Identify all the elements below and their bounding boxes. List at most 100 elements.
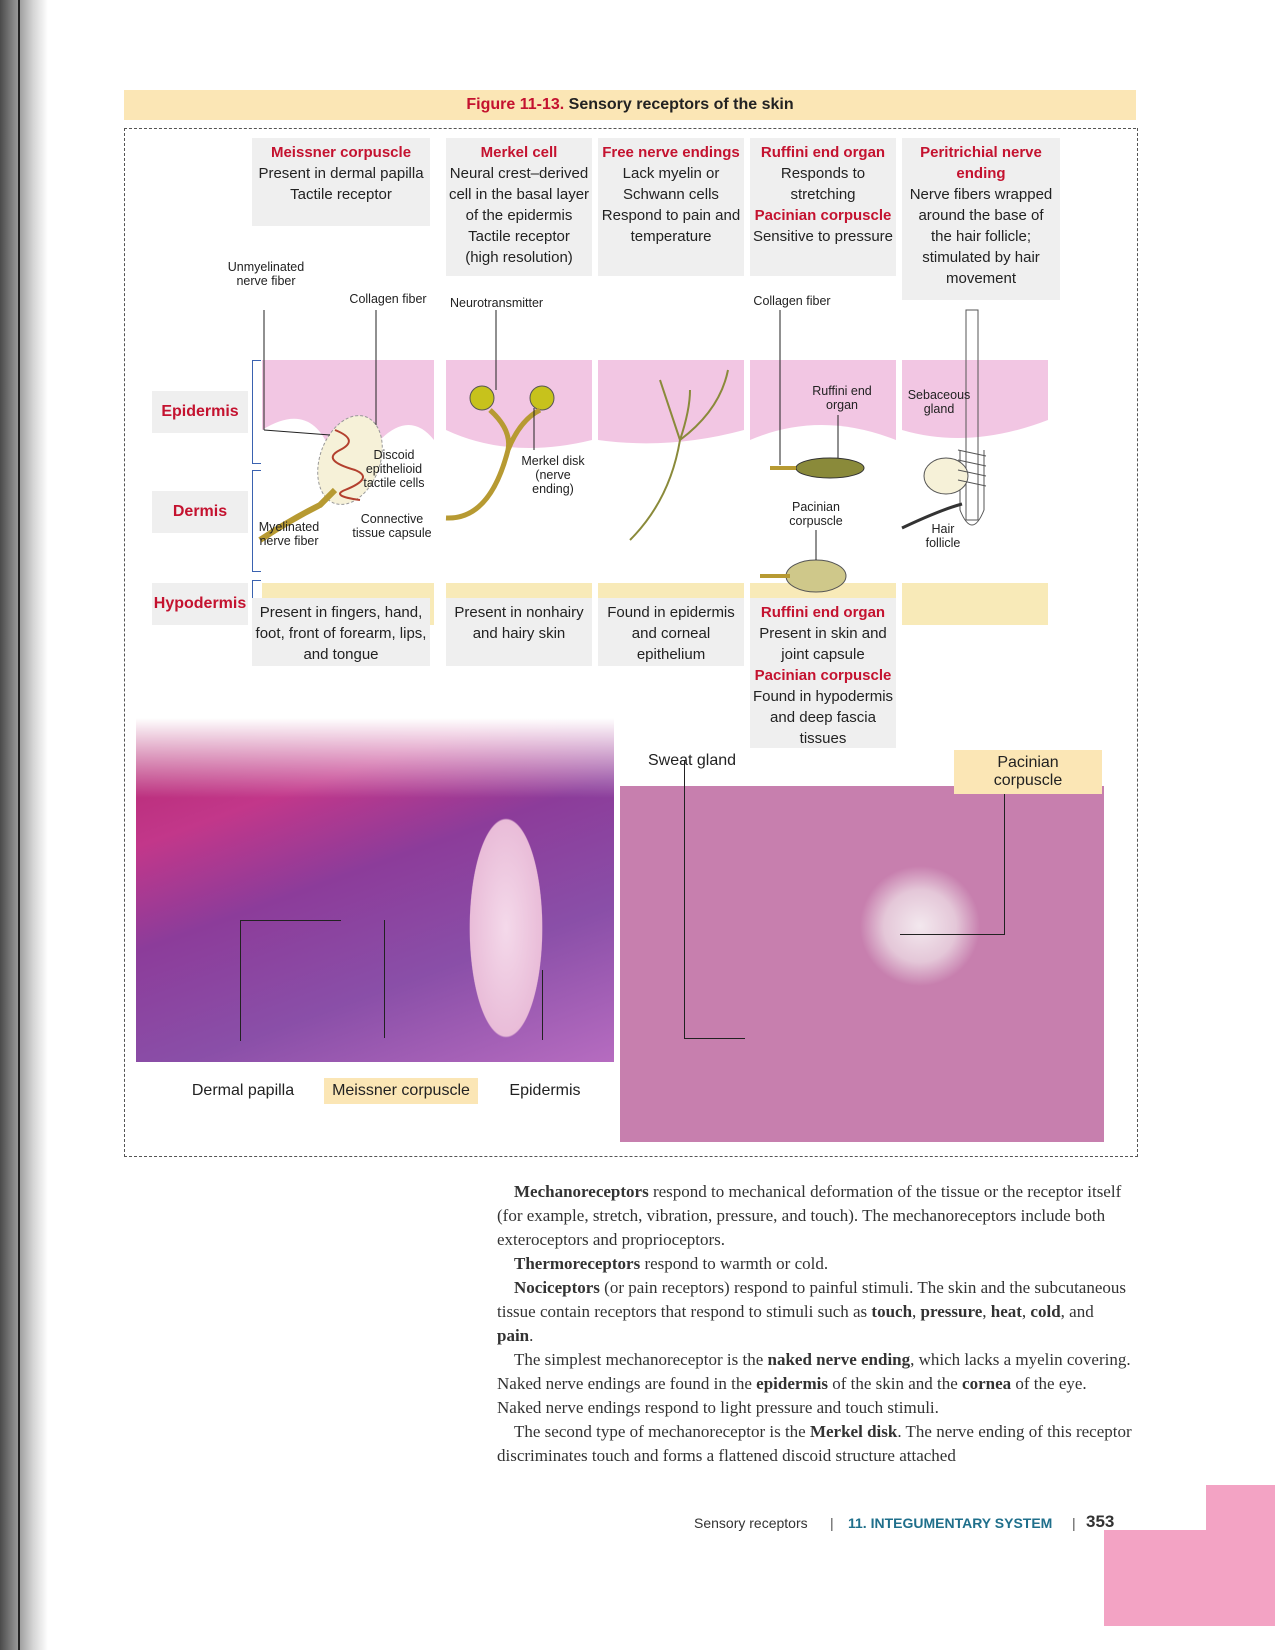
col-line: Nerve fibers wrapped	[909, 186, 1053, 203]
paragraph-text: (or pain receptors) respond to painful s…	[497, 1278, 1127, 1321]
col-line: Schwann cells	[623, 186, 719, 203]
col-peritrichial: Peritrichial nerve ending Nerve fibers w…	[902, 138, 1060, 300]
col-line: the hair follicle;	[930, 228, 1032, 245]
body-text: Mechanoreceptors respond to mechanical d…	[497, 1180, 1132, 1468]
label-ruffini: Ruffini end organ	[812, 384, 872, 412]
leader-meissner	[384, 920, 385, 1038]
note-title: Ruffini end organ	[760, 604, 886, 621]
callout-dermal-papilla: Dermal papilla	[191, 1082, 295, 1099]
note-line: and corneal	[631, 625, 711, 642]
leader-pacinian	[900, 778, 1005, 935]
paragraph-text: ,	[982, 1302, 991, 1321]
col-line: (high resolution)	[465, 249, 573, 266]
col-title: Meissner corpuscle	[270, 144, 412, 161]
leader-sweat-gland	[684, 760, 745, 1039]
col-line: Tactile receptor	[468, 228, 570, 245]
chapter-tab	[1104, 1530, 1275, 1626]
note-line: Present in nonhairy	[454, 604, 584, 621]
term: Thermoreceptors	[514, 1254, 641, 1273]
col-line: Lack myelin or	[622, 165, 720, 182]
col-free-nerve: Free nerve endings Lack myelin or Schwan…	[598, 138, 744, 276]
paragraph-text: of the skin and the	[827, 1374, 963, 1393]
footer-chapter: 11. INTEGUMENTARY SYSTEM	[848, 1515, 1053, 1531]
paragraph-naked-nerve: The simplest mechanoreceptor is the nake…	[497, 1348, 1132, 1420]
label-neurotransmitter: Neurotransmitter	[450, 296, 544, 310]
term: Nociceptors	[514, 1278, 600, 1297]
callout-epidermis: Epidermis	[509, 1082, 581, 1099]
paragraph-text: . The nerve ending of this receptor disc…	[497, 1422, 1132, 1465]
term: cornea	[962, 1374, 1012, 1393]
hair-follicle-drawing	[901, 309, 987, 530]
paragraph-text: ,	[1021, 1302, 1031, 1321]
bracket-dermis	[252, 470, 261, 572]
book-binding-shadow	[0, 0, 48, 1650]
micrograph-fade	[136, 718, 614, 798]
col-title: Free nerve endings	[602, 144, 740, 161]
label-collagen-fiber-2: Collagen fiber	[753, 294, 831, 308]
term: pain	[497, 1326, 530, 1345]
bracket-epidermis	[252, 360, 261, 464]
hypodermis-band	[902, 583, 1048, 625]
term: Merkel disk	[809, 1422, 898, 1441]
note-line: epithelium	[636, 646, 706, 663]
callout-pacinian: Pacinian corpuscle	[954, 750, 1102, 794]
merkel-cell-drawing	[445, 310, 555, 521]
col-merkel: Merkel cell Neural crest–derived cell in…	[446, 138, 592, 276]
paragraph-text: respond to mechanical deformation of the…	[497, 1182, 1122, 1249]
figure-number: Figure 11-13.	[466, 96, 565, 113]
note-line: and deep fascia	[770, 709, 876, 726]
col-line: cell in the basal layer	[448, 186, 590, 203]
note-ruffini-pacinian: Ruffini end organ Present in skin and jo…	[750, 598, 896, 748]
layer-label-epidermis: Epidermis	[152, 391, 248, 433]
term: pressure	[920, 1302, 983, 1321]
figure-title: Sensory receptors of the skin	[568, 96, 794, 113]
term: heat	[990, 1302, 1022, 1321]
col-line: stimulated by hair	[922, 249, 1040, 266]
term: cold	[1030, 1302, 1061, 1321]
leader-dermal-papilla	[240, 920, 341, 1041]
col-line: movement	[945, 270, 1017, 287]
col-line: temperature	[630, 228, 712, 245]
footer-separator: |	[830, 1515, 834, 1531]
note-meissner: Present in fingers, hand, foot, front of…	[252, 598, 430, 666]
receptor-illustrations	[258, 309, 1048, 593]
col-line: Tactile receptor	[290, 186, 392, 203]
col-title-2: Pacinian corpuscle	[754, 207, 892, 224]
paragraph-text: , and	[1060, 1302, 1094, 1321]
note-line: Found in hypodermis	[752, 688, 894, 705]
binding-edge	[18, 0, 20, 1650]
col-meissner: Meissner corpuscle Present in dermal pap…	[252, 138, 430, 226]
paragraph-text: ,	[912, 1302, 921, 1321]
figure-caption: Figure 11-13. Sensory receptors of the s…	[124, 96, 1136, 114]
paragraph-nociceptors: Nociceptors (or pain receptors) respond …	[497, 1276, 1132, 1348]
col-title: Merkel cell	[480, 144, 558, 161]
label-myelinated: Myelinated nerve fiber	[258, 520, 320, 548]
callout-meissner: Meissner corpuscle	[324, 1078, 478, 1104]
footer-section: Sensory receptors	[694, 1515, 808, 1531]
label-pacinian: Pacinian corpuscle	[789, 500, 843, 528]
note-free-nerve: Found in epidermis and corneal epitheliu…	[598, 598, 744, 666]
micrograph-pacinian	[620, 786, 1104, 1142]
paragraph-merkel-disk: The second type of mechanoreceptor is th…	[497, 1420, 1132, 1468]
term: naked nerve ending	[767, 1350, 911, 1369]
chapter-tab-upper	[1206, 1485, 1275, 1545]
label-unmyelinated: Unmyelinated nerve fiber	[227, 260, 305, 288]
note-line: joint capsule	[781, 646, 865, 663]
page-number: 353	[1086, 1512, 1115, 1531]
paragraph-thermoreceptors: Thermoreceptors respond to warmth or col…	[497, 1252, 1132, 1276]
callout-sweat-gland: Sweat gland	[647, 752, 737, 769]
layer-label-dermis: Dermis	[152, 491, 248, 533]
paragraph-text: The simplest mechanoreceptor is the	[514, 1350, 768, 1369]
col-line: Respond to pain and	[601, 207, 741, 224]
note-line: and tongue	[303, 646, 379, 663]
note-merkel: Present in nonhairy and hairy skin	[446, 598, 592, 666]
figure-border	[124, 128, 1138, 1157]
col-line: stretching	[790, 186, 856, 203]
meissner-corpuscle-drawing	[258, 310, 383, 543]
note-line: Present in skin and	[759, 625, 887, 642]
label-hair-follicle: Hair follicle	[925, 522, 961, 550]
label-sebaceous: Sebaceous gland	[907, 388, 971, 416]
paragraph-text: The second type of mechanoreceptor is th…	[514, 1422, 810, 1441]
term: Mechanoreceptors	[514, 1182, 649, 1201]
figure-header: Figure 11-13. Sensory receptors of the s…	[124, 90, 1136, 120]
